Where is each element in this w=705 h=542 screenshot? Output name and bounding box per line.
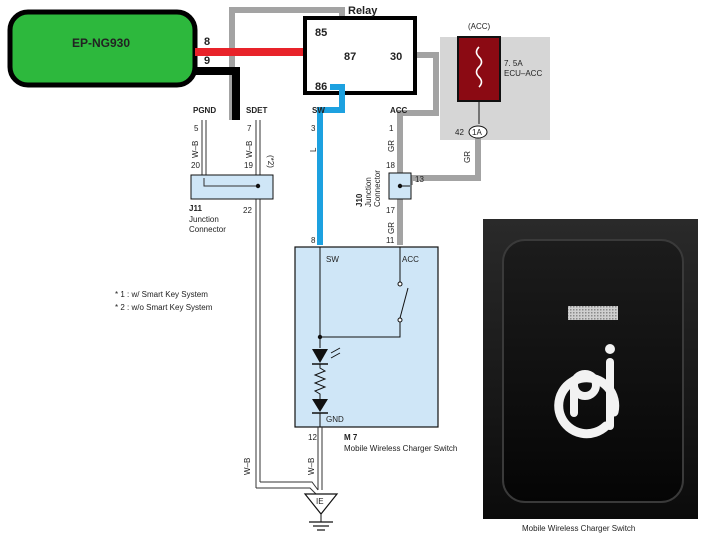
switch-photo [483,219,698,519]
fuse-pin-42: 42 [455,128,464,137]
pin-m7-gnd: 12 [308,433,317,442]
j10-id: J10 [355,193,364,207]
relay-box [303,16,417,95]
fuse-header: (ACC) [468,22,491,31]
j11-id: J11 [189,204,202,213]
relay-title: Relay [348,5,378,17]
pin-sdet-bot: 22 [243,206,252,215]
photo-caption: Mobile Wireless Charger Switch [522,524,635,533]
label-sw: SW [312,106,325,115]
ground-label: IE [316,497,324,506]
label-acc: ACC [390,106,408,115]
gnd-wire-color-2: W–B [243,458,252,475]
j10-line2: Connector [373,170,382,207]
fuse-name: ECU–ACC [504,69,542,78]
pin-sw-top: 3 [311,124,316,133]
fuse-wire-color: GR [463,151,472,163]
pin-pgnd-top: 5 [194,124,199,133]
pin-j10-13: 13 [415,175,424,184]
relay-pin-87: 87 [344,51,356,63]
pin-acc-bot: 11 [386,236,395,245]
fuse-rating: 7. 5A [504,59,523,68]
fuse-icon [475,46,483,88]
switch-pin-gnd: GND [326,415,344,424]
pin-acc-17: 17 [386,206,395,215]
acc-wire-color-1: GR [387,140,396,152]
wire-blue [317,84,345,245]
switch-contact-top [397,281,403,287]
sdet-wire-color: W–B [245,141,254,158]
switch-contact-bot [397,317,403,323]
switch-internal-link [320,322,401,338]
wire-sdet-gnd-b [260,481,319,491]
relay-pin-30: 30 [390,51,402,63]
diode-icon [312,399,328,412]
module-pin-8: 8 [204,36,210,48]
led-icon [312,349,328,363]
note-1: * 1 : w/ Smart Key System [115,290,208,299]
wire-gray-acc [397,52,439,245]
module-label: EP-NG930 [72,36,130,50]
photo-button [502,239,684,503]
gnd-wire-color-1: W–B [307,458,316,475]
j11-box [190,174,274,200]
led-ray-1 [330,347,341,354]
j10-line1: Junction [364,177,373,207]
switch-name: Mobile Wireless Charger Switch [344,444,457,453]
relay-pin-86: 86 [315,81,327,93]
photo-indicator [568,306,618,320]
sw-wire-color: L [309,147,318,152]
qi-icon [554,344,620,439]
resistor-icon [313,364,327,399]
pin-sw-bot: 8 [311,236,316,245]
wire-sdet-gnd-a [256,487,317,495]
wire-black [195,67,240,120]
pin-sdet-mid: 19 [244,161,253,170]
led-ray-2 [330,352,341,359]
j11-bus [203,178,258,187]
switch-lever [399,287,409,319]
fuse-connector [468,125,488,139]
acc-wire-color-2: GR [387,222,396,234]
pgnd-wire-color: W–B [191,141,200,158]
j10-node [397,183,403,189]
fuse-body [457,36,501,102]
j11-line1: Junction [189,215,219,224]
switch-pin-sw: SW [326,255,339,264]
pin-acc-top: 1 [389,124,394,133]
relay-pin-85: 85 [315,27,327,39]
pin-sdet-top: 7 [247,124,252,133]
pin-acc-mid: 18 [386,161,395,170]
label-sdet: SDET [246,106,267,115]
sdet-note: (*2) [266,155,275,168]
module-pin-9: 9 [204,55,210,67]
label-pgnd: PGND [193,106,216,115]
switch-pin-acc: ACC [402,255,419,264]
fuse-connector-label: 1A [472,128,482,137]
j11-node [255,183,261,189]
switch-id: M 7 [344,433,358,442]
ground-triangle [303,493,339,515]
note-2: * 2 : w/o Smart Key System [115,303,213,312]
pin-pgnd-bot: 20 [191,161,200,170]
j11-line2: Connector [189,225,226,234]
